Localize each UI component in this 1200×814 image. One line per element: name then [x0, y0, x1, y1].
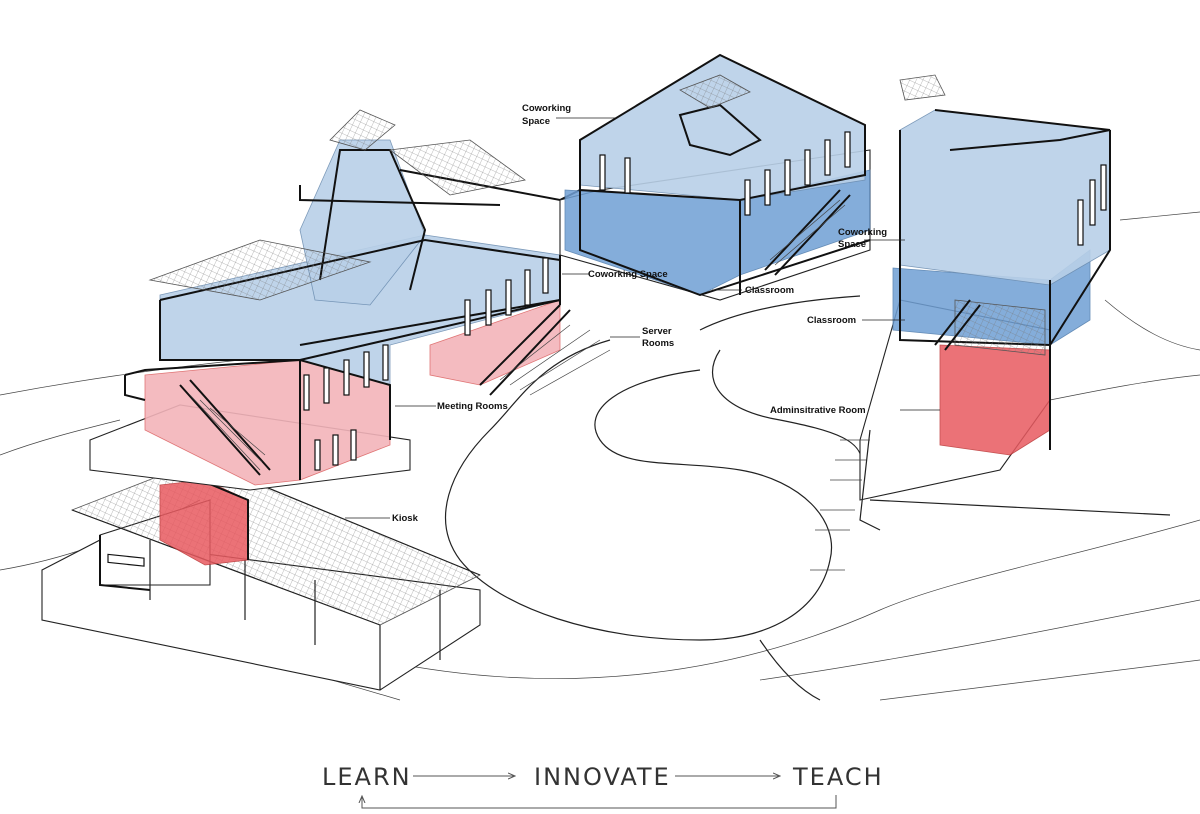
flow-teach: TEACH [792, 763, 884, 791]
label-coworking-space-3b: Space [838, 239, 866, 250]
label-kiosk: Kiosk [392, 513, 419, 524]
label-coworking-space-1b: Space [522, 116, 550, 127]
kiosk-building [41, 459, 481, 691]
east-windows [1077, 164, 1107, 246]
label-coworking-space-1a: Coworking [522, 103, 571, 114]
room-labels: Coworking Space Coworking Space Coworkin… [392, 103, 887, 524]
label-meeting-rooms: Meeting Rooms [437, 401, 508, 412]
label-adminsitrative-room: Adminsitrative Room [770, 405, 866, 416]
label-coworking-space-3a: Coworking [838, 227, 887, 238]
flow-diagram: LEARN INNOVATE TEACH [322, 763, 884, 809]
terrain [0, 211, 1200, 701]
label-server-rooms-a: Server [642, 326, 672, 337]
west-building [89, 109, 611, 491]
flow-innovate: INNOVATE [534, 763, 671, 791]
central-windows [599, 131, 851, 216]
east-building [810, 74, 1111, 571]
central-building [559, 53, 871, 301]
label-server-rooms-b: Rooms [642, 338, 674, 349]
leaders [345, 117, 940, 519]
flow-return-arrow [362, 795, 837, 809]
flow-learn: LEARN [322, 763, 412, 791]
label-coworking-space-2: Coworking Space [588, 269, 668, 280]
label-classroom-2: Classroom [807, 315, 856, 326]
west-windows [303, 257, 549, 471]
label-classroom-1: Classroom [745, 285, 794, 296]
